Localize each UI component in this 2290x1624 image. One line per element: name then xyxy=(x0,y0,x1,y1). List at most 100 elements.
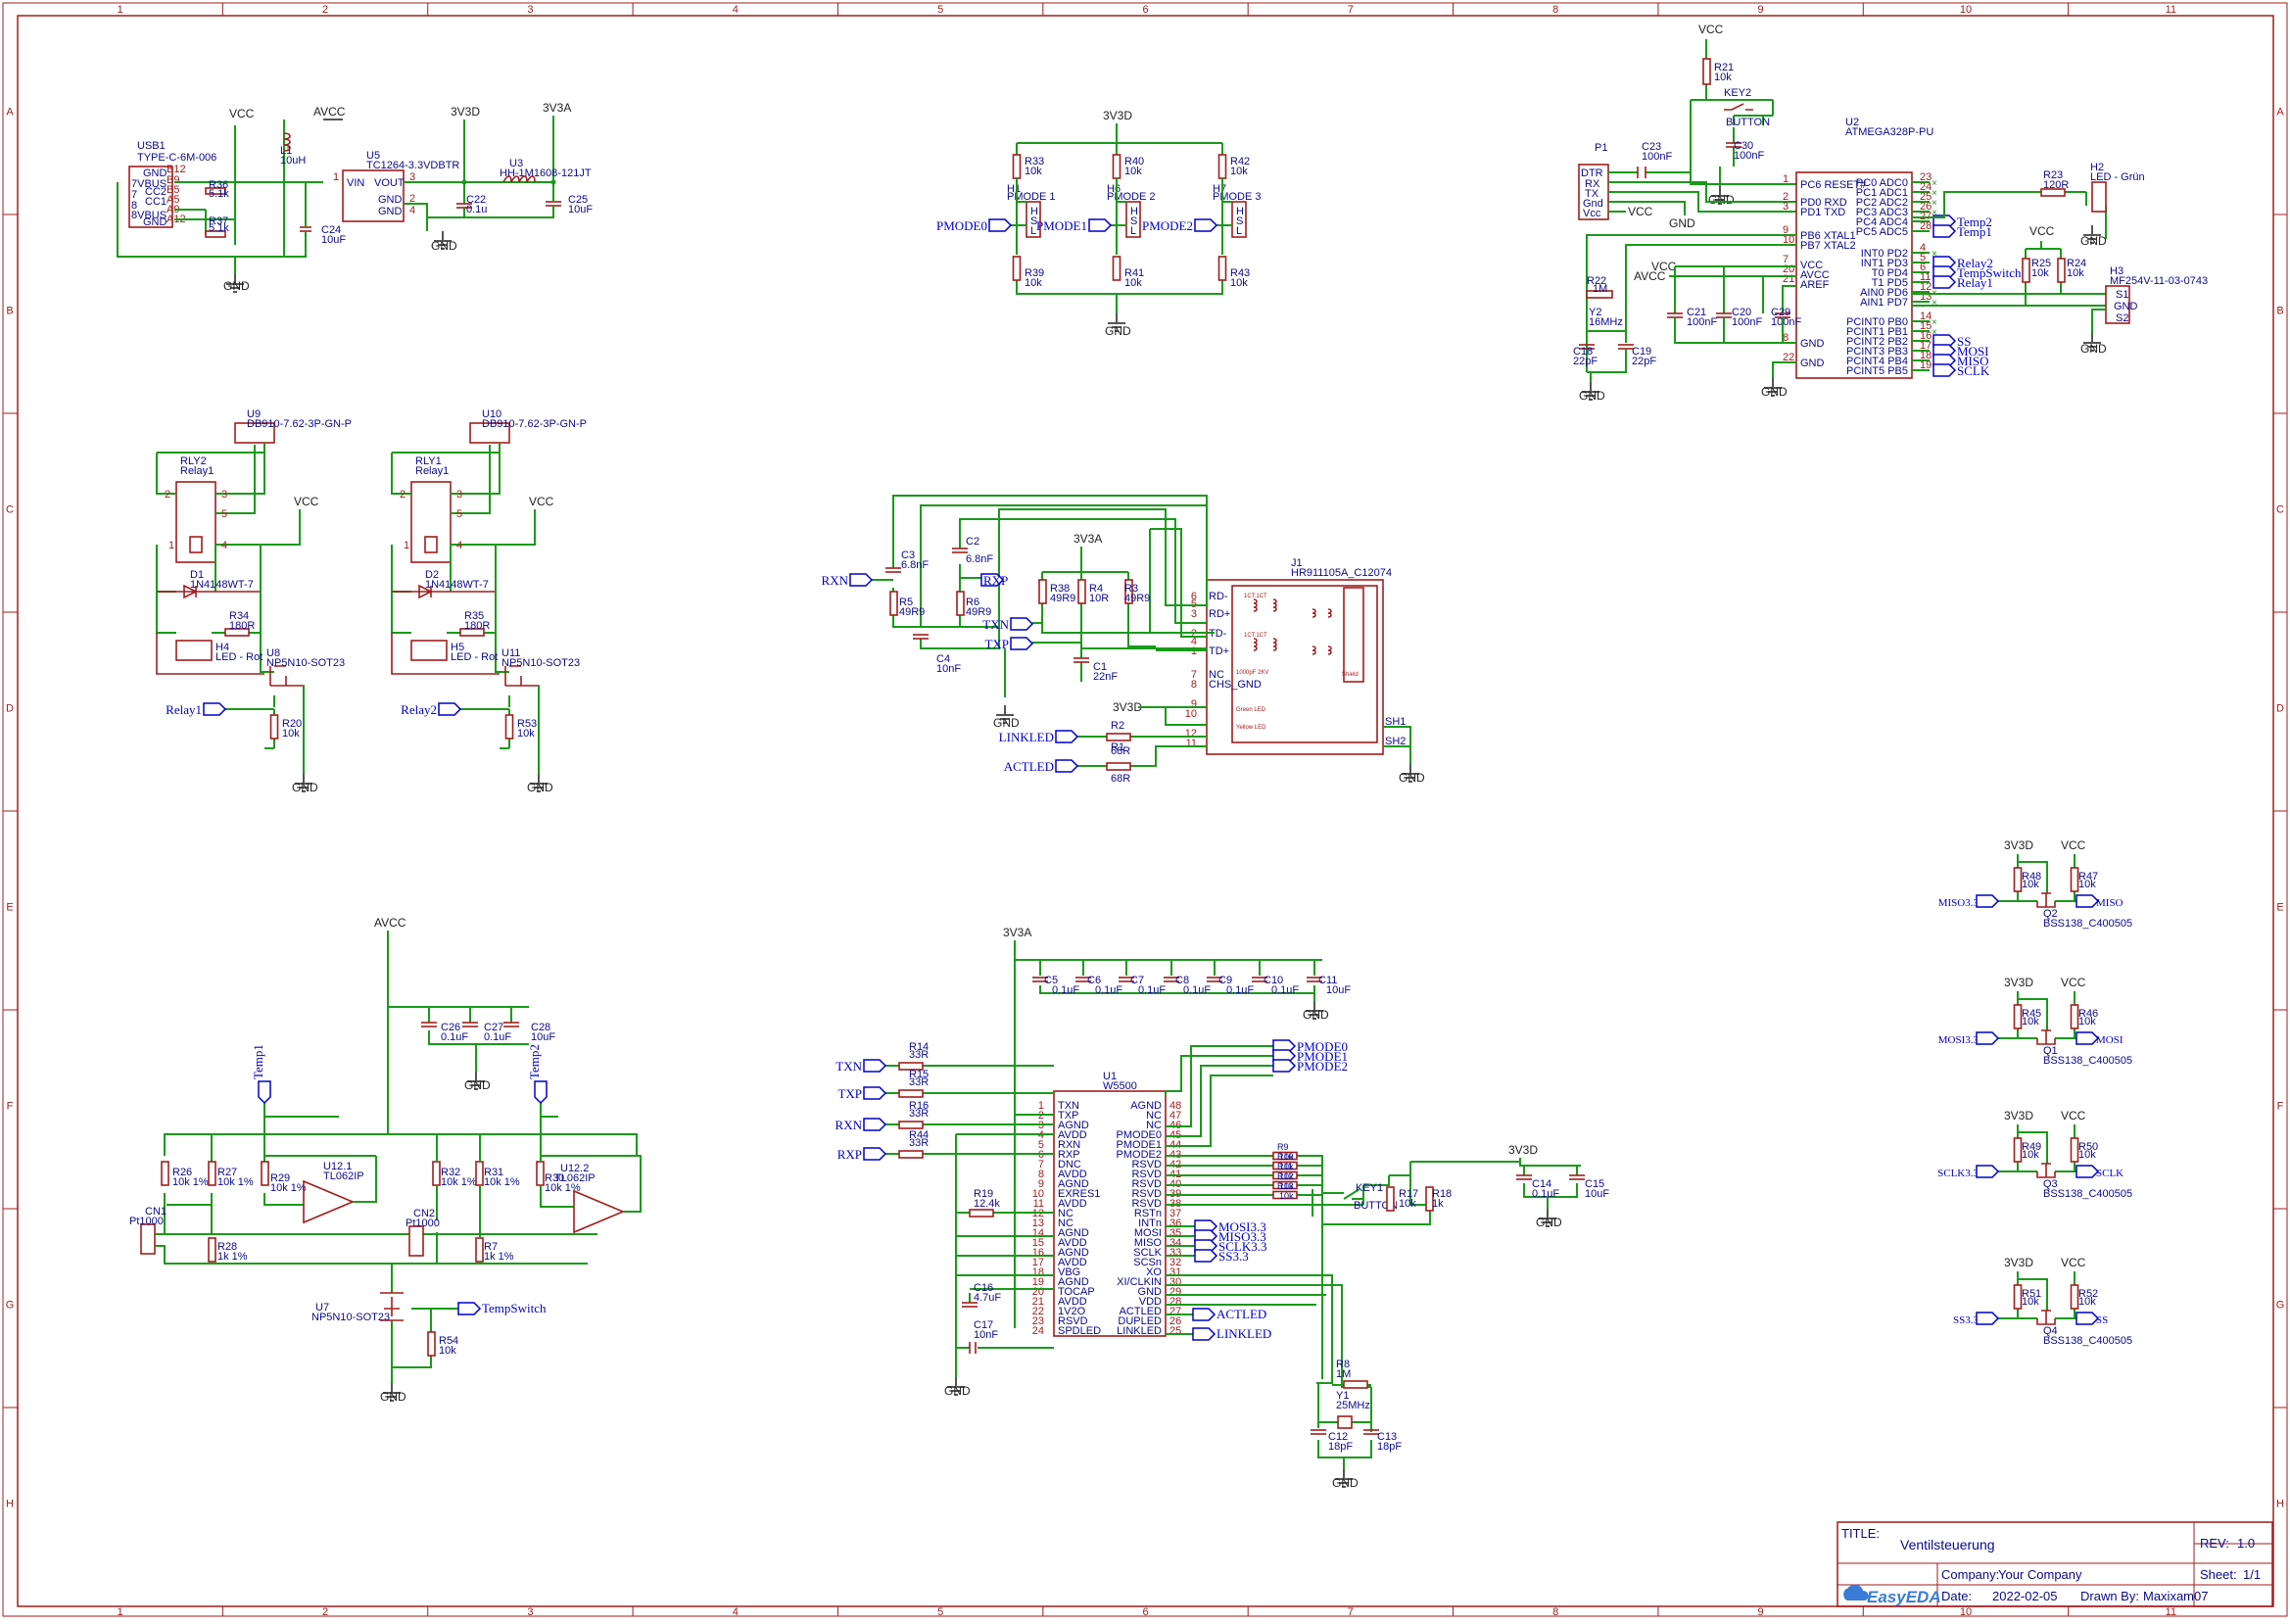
svg-text:PMODE 3: PMODE 3 xyxy=(1213,191,1262,203)
svg-text:7: 7 xyxy=(1191,669,1197,681)
svg-text:R37: R37 xyxy=(209,215,228,227)
svg-text:8VBUS: 8VBUS xyxy=(131,210,167,221)
svg-text:DTR: DTR xyxy=(1581,167,1603,179)
grid-col-label: 11 xyxy=(2166,4,2176,16)
grid-row-label: F xyxy=(7,1101,14,1113)
svg-text:R19: R19 xyxy=(974,1188,993,1200)
grid-col-label: 7 xyxy=(1348,4,1354,16)
svg-text:3V3D: 3V3D xyxy=(1508,1143,1538,1157)
svg-text:PC3 ADC3: PC3 ADC3 xyxy=(1856,207,1908,218)
svg-text:PMODE1: PMODE1 xyxy=(1117,1139,1162,1151)
svg-text:3V3D: 3V3D xyxy=(1113,700,1142,714)
svg-text:AVDD: AVDD xyxy=(1058,1169,1087,1180)
svg-text:C7: C7 xyxy=(1130,975,1144,986)
svg-text:R38: R38 xyxy=(1050,583,1070,595)
svg-text:10uF: 10uF xyxy=(568,204,593,215)
svg-text:Q1: Q1 xyxy=(2043,1045,2058,1057)
svg-text:TX: TX xyxy=(1585,188,1599,200)
svg-text:RSVD: RSVD xyxy=(1058,1315,1088,1327)
svg-text:C26: C26 xyxy=(441,1022,460,1033)
svg-text:PMODE0: PMODE0 xyxy=(1117,1129,1162,1141)
svg-text:AGND: AGND xyxy=(1058,1247,1089,1259)
sheet-value: 1/1 xyxy=(2243,1567,2261,1582)
svg-text:L1: L1 xyxy=(280,145,292,157)
svg-text:GND: GND xyxy=(378,206,403,217)
svg-text:3V3D: 3V3D xyxy=(451,105,480,119)
svg-text:L: L xyxy=(1130,225,1136,237)
svg-text:10nF: 10nF xyxy=(936,663,961,675)
svg-text:GND: GND xyxy=(1303,1008,1329,1022)
svg-text:U3: U3 xyxy=(509,158,523,169)
svg-text:H3: H3 xyxy=(2110,265,2123,277)
svg-text:120R: 120R xyxy=(2043,179,2069,191)
svg-text:R52: R52 xyxy=(2078,1288,2098,1300)
svg-text:R11: R11 xyxy=(1277,1162,1293,1171)
svg-text:R20: R20 xyxy=(282,718,302,730)
date-value: 2022-02-05 xyxy=(1992,1589,2058,1603)
svg-text:11: 11 xyxy=(1186,738,1197,749)
svg-text:CN1: CN1 xyxy=(145,1206,167,1218)
svg-text:1V2O: 1V2O xyxy=(1058,1306,1086,1317)
svg-text:Temp2: Temp2 xyxy=(527,1044,542,1079)
svg-text:D1: D1 xyxy=(190,569,204,581)
svg-text:AVCC: AVCC xyxy=(313,105,346,119)
svg-text:0.1uF: 0.1uF xyxy=(1052,984,1079,996)
svg-text:C2: C2 xyxy=(966,536,979,548)
svg-text:9: 9 xyxy=(1191,698,1197,710)
grid-col-label: 5 xyxy=(937,1606,943,1618)
svg-text:VCC: VCC xyxy=(2061,1109,2086,1122)
svg-text:×: × xyxy=(1932,298,1937,309)
svg-text:R41: R41 xyxy=(1124,267,1144,279)
svg-text:8: 8 xyxy=(1191,679,1197,691)
grid-col-label: 1 xyxy=(118,1606,123,1618)
svg-text:R35: R35 xyxy=(464,610,484,622)
title-label: TITLE: xyxy=(1841,1526,1880,1541)
svg-text:AVCC: AVCC xyxy=(374,916,406,930)
svg-text:SS3.3: SS3.3 xyxy=(1953,1314,1979,1326)
svg-text:9: 9 xyxy=(1038,1178,1044,1190)
svg-text:HR911105A_C12074: HR911105A_C12074 xyxy=(1291,567,1392,579)
svg-text:C18: C18 xyxy=(1573,346,1593,358)
grid-row-label: E xyxy=(2276,902,2283,914)
svg-text:PCINT0 PB0: PCINT0 PB0 xyxy=(1846,316,1908,328)
svg-text:GND: GND xyxy=(1708,193,1735,207)
svg-text:12: 12 xyxy=(1920,281,1932,293)
svg-text:CC2: CC2 xyxy=(145,186,167,198)
svg-text:PC6 RESET#: PC6 RESET# xyxy=(1800,179,1867,191)
svg-text:Green LED: Green LED xyxy=(1236,707,1266,713)
svg-text:28: 28 xyxy=(1920,220,1932,232)
svg-text:100nF: 100nF xyxy=(1771,316,1801,328)
svg-text:C13: C13 xyxy=(1377,1431,1397,1443)
svg-text:Vcc: Vcc xyxy=(1583,208,1601,219)
svg-text:10: 10 xyxy=(1032,1188,1044,1200)
svg-text:47: 47 xyxy=(1169,1110,1181,1122)
svg-text:SCLK3.3: SCLK3.3 xyxy=(1937,1168,1979,1179)
svg-text:NP5N10-SOT23: NP5N10-SOT23 xyxy=(311,1312,390,1323)
svg-text:4: 4 xyxy=(409,205,415,216)
svg-text:B12: B12 xyxy=(167,164,186,175)
svg-text:PMODE 2: PMODE 2 xyxy=(1107,191,1156,203)
svg-text:3V3A: 3V3A xyxy=(1003,926,1031,939)
svg-text:VOUT: VOUT xyxy=(374,177,405,189)
svg-text:TempSwitch: TempSwitch xyxy=(482,1301,547,1315)
svg-text:R40: R40 xyxy=(1124,156,1144,167)
svg-text:MOSI: MOSI xyxy=(1134,1227,1162,1239)
svg-text:0.1uF: 0.1uF xyxy=(1095,984,1122,996)
svg-text:DNC: DNC xyxy=(1058,1159,1081,1170)
svg-text:C28: C28 xyxy=(531,1022,550,1033)
svg-text:C4: C4 xyxy=(936,653,950,665)
spi-net-flag: SS3.3 xyxy=(1218,1249,1249,1264)
svg-text:S: S xyxy=(1030,215,1037,227)
svg-text:PC2 ADC2: PC2 ADC2 xyxy=(1856,197,1908,209)
svg-text:3: 3 xyxy=(456,489,462,501)
svg-text:10nF: 10nF xyxy=(974,1329,998,1341)
svg-text:TXP: TXP xyxy=(837,1086,862,1101)
grid-row-label: B xyxy=(2276,306,2283,317)
svg-text:VBG: VBG xyxy=(1058,1266,1080,1278)
svg-text:10k: 10k xyxy=(2078,1149,2096,1161)
svg-text:4.7uF: 4.7uF xyxy=(974,1292,1001,1304)
svg-text:7: 7 xyxy=(1783,254,1789,265)
svg-text:11: 11 xyxy=(1920,271,1931,283)
svg-text:1CT:1CT: 1CT:1CT xyxy=(1244,633,1267,639)
svg-text:U12.1: U12.1 xyxy=(323,1161,352,1172)
